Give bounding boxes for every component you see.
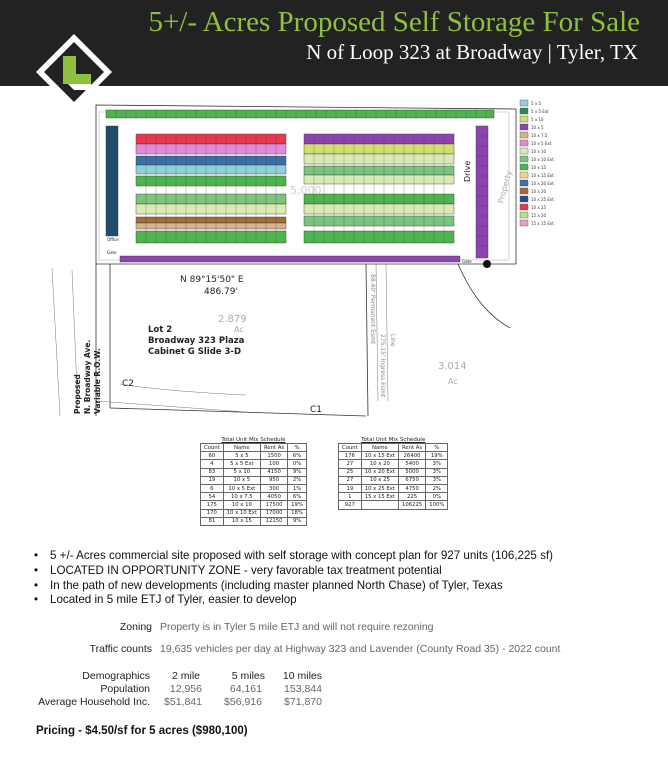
acreage-label: 2.879 [218,314,247,325]
legend-label: 5 x 5 [531,101,541,106]
lot-label: Lot 2 [148,325,172,335]
site-boundary [95,104,517,265]
unit-mix-header: % [287,442,307,453]
legend-label: 15 x 15 Ext [531,221,554,226]
traffic-label: Traffic counts [89,643,152,655]
unit-mix-header: Rent As [259,442,289,453]
income-label: Average Household Inc. [38,696,150,708]
legend-label: 10 x 15 [531,165,547,170]
acreage-unit: Ac [234,325,244,334]
unit-mix-header: Name [360,442,399,453]
demographics-column-10miles: 10 miles [282,670,322,682]
plaza-label: Broadway 323 Plaza [148,336,245,346]
listing-subtitle: N of Loop 323 at Broadway | Tyler, TX [306,40,638,64]
demographics-column-5miles: 5 miles [231,670,265,682]
unit-mix-caption: Total Unit Mix Schedule [221,437,286,443]
population-10miles: 153,844 [284,683,322,695]
legend-label: 10 x 25 Ext [531,197,554,202]
legend-label: 5 x 5 Ext [531,109,549,114]
legend-label: 10 x 20 [531,189,547,194]
income-5miles: $56,916 [224,696,262,708]
list-item: Located in 5 mile ETJ of Tyler, easier t… [34,593,553,608]
legend-label: 5 x 10 [531,117,544,122]
curve-label-c1: C1 [310,405,322,415]
traffic-value: 19,635 vehicles per day at Highway 323 a… [160,643,561,655]
header-banner: 5+/- Acres Proposed Self Storage For Sal… [0,0,668,110]
unit-mix-header: % [425,442,449,453]
list-item: LOCATED IN OPPORTUNITY ZONE - very favor… [34,564,553,579]
road-label-3: Variable R.O.W. [93,348,102,414]
acreage-2-unit: Ac [448,377,458,386]
legend-label: 10 x 25 [531,205,547,210]
unit-mix-caption: Total Unit Mix Schedule [361,437,426,443]
road-label-1: Proposed [73,374,82,414]
brand-logo [36,34,112,110]
curve-label-c2: C2 [122,379,134,389]
office-label: Office [107,237,119,242]
acreage-2-label: 3.014 [438,361,467,372]
demographics-label: Demographics [82,670,150,682]
road-label-2: N. Broadway Ave. [83,339,92,414]
gate-label: Gate [462,259,472,264]
unit-mix-header: Rent As [397,442,427,453]
demographics-column-2mile: 2 mile [171,670,200,682]
unit-mix-header: Count [338,442,362,453]
listing-title: 5+/- Acres Proposed Self Storage For Sal… [148,6,640,38]
unit-mix-header: Name [222,442,261,453]
zoning-label: Zoning [119,621,152,633]
legend-label: 10 x 5 [531,125,544,130]
unit-mix-table-right: Total Unit Mix Schedule Count Name Rent … [338,437,449,510]
legend-label: 10 x 5 Ext [531,141,552,146]
list-item: 5 +/- Acres commercial site proposed wit… [34,549,553,564]
drive-label: Drive [463,161,472,182]
property-label: Property [496,169,514,204]
zoning-value: Property is in Tyler 5 mile ETJ and will… [160,621,434,633]
easement-label-1: 88.40' Permanent Esmt [369,274,376,345]
site-plan: 5 x 5 5 x 5 Ext 5 x 10 10 x 5 10 x 7.5 1… [51,99,554,417]
population-5miles: 64,161 [229,683,262,695]
legend-label: 15 x 20 [531,213,547,218]
bearing-label: N 89°15'50" E [180,275,244,285]
income-2mile: $51,841 [164,696,202,708]
distance-label: 486.79' [204,287,238,297]
easement-label-3: Line [389,334,396,347]
feature-list: 5 +/- Acres commercial site proposed wit… [32,549,553,608]
easement-label-2: 275.15' Ingress Esmt [379,334,386,398]
legend-label: 10 x 10 [531,149,547,154]
income-10miles: $71,870 [284,696,322,708]
cabinet-label: Cabinet G Slide 3-D [148,347,241,357]
population-label: Population [100,683,150,695]
list-item: In the path of new developments (includi… [34,579,553,594]
pricing-text: Pricing - $4.50/sf for 5 acres ($980,100… [36,725,248,737]
legend-label: 10 x 7.5 [531,133,548,138]
unit-mix-header: Count [200,442,224,453]
faded-number: 5,000 [290,184,322,197]
unit-mix-table-left: Total Unit Mix Schedule Count Name Rent … [200,437,307,526]
legend-label: 10 x 10 Ext [531,157,554,162]
gate-label: Gate [107,250,117,255]
legend-label: 10 x 15 Ext [531,173,554,178]
population-2mile: 12,956 [169,683,202,695]
legend-label: 10 x 20 Ext [531,181,554,186]
